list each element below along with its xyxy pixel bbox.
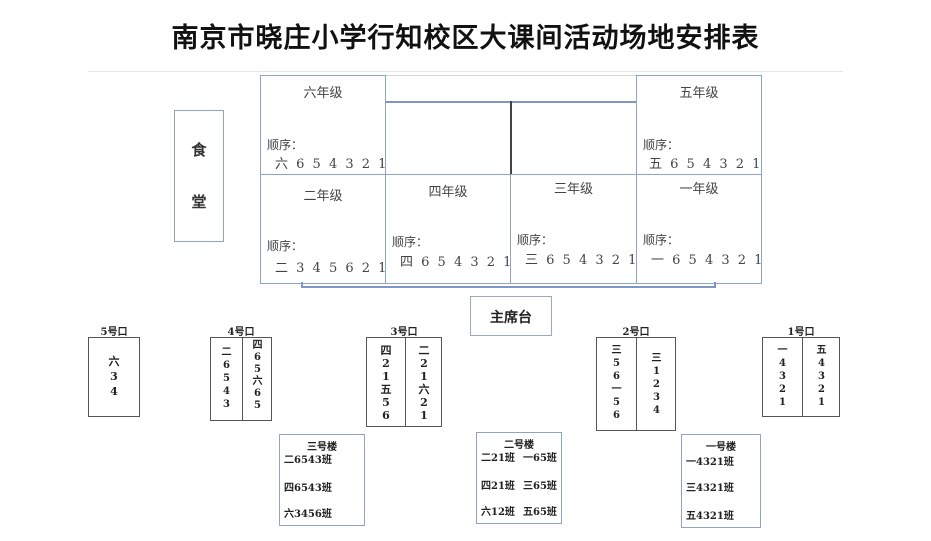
grade-four-box: 四年级 顺序： 四 6 5 4 3 2 1 xyxy=(385,174,511,284)
grade-three-order-label: 顺序： xyxy=(517,233,554,247)
grade-three-order: 三 6 5 4 3 2 1 xyxy=(525,253,639,268)
grade-five-name: 五年级 xyxy=(679,86,719,101)
building-1-name: 一号楼 xyxy=(706,442,736,453)
gate-5-col-1: 六 3 4 xyxy=(108,355,120,398)
gate-4-label: 4号口 xyxy=(227,327,255,338)
grade-four-order: 四 6 5 4 3 2 1 xyxy=(400,255,514,270)
gate-2-col-1: 三 5 6 一 5 6 xyxy=(611,345,622,421)
building-2-row-3a: 六12班 xyxy=(481,507,515,518)
grade-one-order: 一 6 5 4 3 2 1 xyxy=(651,253,765,268)
grade-three-box: 三年级 顺序： 三 6 5 4 3 2 1 xyxy=(510,174,637,284)
building-2-row-1a: 二21班 xyxy=(481,453,515,464)
grade-three-name: 三年级 xyxy=(553,182,593,197)
gate-2-label: 2号口 xyxy=(622,327,650,338)
gate-4-col-1: 二 6 5 4 3 xyxy=(221,347,232,410)
gate-5-label: 5号口 xyxy=(100,327,128,338)
grade-six-name: 六年级 xyxy=(303,86,343,101)
grade-four-order-label: 顺序： xyxy=(392,235,429,249)
gate-2-col-2: 三 1 2 3 4 xyxy=(651,353,662,416)
grade-five-order-label: 顺序： xyxy=(643,138,680,152)
field-center-line xyxy=(510,101,512,174)
building-1-row-3: 五4321班 xyxy=(686,511,734,522)
building-1-row-2: 三4321班 xyxy=(686,483,734,494)
gate-3-col-1: 四 2 1 五 5 6 xyxy=(380,344,392,422)
building-2-name: 二号楼 xyxy=(504,440,534,451)
building-3-name: 三号楼 xyxy=(307,442,337,453)
stage-box: 主席台 xyxy=(470,296,552,336)
grade-two-order: 二 3 4 5 6 2 1 xyxy=(275,261,389,276)
gate-1-col-2: 五 4 3 2 1 xyxy=(816,345,827,408)
gate-3-box: 四 2 1 五 5 6 二 2 1 六 2 1 xyxy=(366,337,442,427)
building-1-box: 一号楼 一4321班 三4321班 五4321班 xyxy=(681,434,761,528)
building-3-row-3: 六3456班 xyxy=(284,509,332,520)
building-3-row-1: 二6543班 xyxy=(284,455,332,466)
grade-four-name: 四年级 xyxy=(428,185,468,200)
grade-six-order-label: 顺序： xyxy=(267,138,304,152)
gate-3-col-2: 二 2 1 六 2 1 xyxy=(418,344,430,422)
gate-4-box: 二 6 5 4 3 四 6 5 六 6 5 xyxy=(210,337,272,421)
grade-two-name: 二年级 xyxy=(303,189,343,204)
grade-two-order-label: 顺序： xyxy=(267,239,304,253)
grade-one-order-label: 顺序： xyxy=(643,233,680,247)
page-title: 南京市晓庄小学行知校区大课间活动场地安排表 xyxy=(171,23,760,54)
building-2-row-3b: 五65班 xyxy=(523,507,557,518)
building-3-row-2: 四6543班 xyxy=(284,483,332,494)
grade-five-box: 五年级 顺序： 五 6 5 4 3 2 1 xyxy=(636,75,762,175)
field-bottom-bracket xyxy=(301,282,716,288)
gate-4-col-2: 四 6 5 六 6 5 xyxy=(252,340,263,411)
grade-two-box: 二年级 顺序： 二 3 4 5 6 2 1 xyxy=(260,174,386,284)
gate-1-divider xyxy=(802,338,803,416)
stage-label: 主席台 xyxy=(490,310,532,326)
gate-3-label: 3号口 xyxy=(390,327,418,338)
field-top-rule xyxy=(385,75,637,76)
gate-3-divider xyxy=(405,338,406,426)
building-2-row-1b: 一65班 xyxy=(523,453,557,464)
grade-five-order: 五 6 5 4 3 2 1 xyxy=(649,157,763,172)
building-1-row-1: 一4321班 xyxy=(686,457,734,468)
gate-2-divider xyxy=(636,338,637,430)
canteen-label-1: 食 xyxy=(191,141,207,159)
gate-1-col-1: 一 4 3 2 1 xyxy=(777,345,788,408)
grade-one-name: 一年级 xyxy=(679,182,719,197)
divider xyxy=(88,71,843,72)
building-3-box: 三号楼 二6543班 四6543班 六3456班 xyxy=(279,434,365,526)
building-2-row-2a: 四21班 xyxy=(481,481,515,492)
gate-1-label: 1号口 xyxy=(787,327,815,338)
grade-six-box: 六年级 顺序： 六 6 5 4 3 2 1 xyxy=(260,75,386,175)
grade-six-order: 六 6 5 4 3 2 1 xyxy=(275,157,389,172)
gate-1-box: 一 4 3 2 1 五 4 3 2 1 xyxy=(762,337,840,417)
canteen-box: 食 堂 xyxy=(174,110,224,242)
gate-4-divider xyxy=(242,338,243,420)
building-2-box: 二号楼 二21班 一65班 四21班 三65班 六12班 五65班 xyxy=(476,432,562,524)
gate-2-box: 三 5 6 一 5 6 三 1 2 3 4 xyxy=(596,337,676,431)
gate-5-box: 六 3 4 xyxy=(88,337,140,417)
grade-one-box: 一年级 顺序： 一 6 5 4 3 2 1 xyxy=(636,174,762,284)
canteen-label-2: 堂 xyxy=(191,193,207,211)
building-2-row-2b: 三65班 xyxy=(523,481,557,492)
